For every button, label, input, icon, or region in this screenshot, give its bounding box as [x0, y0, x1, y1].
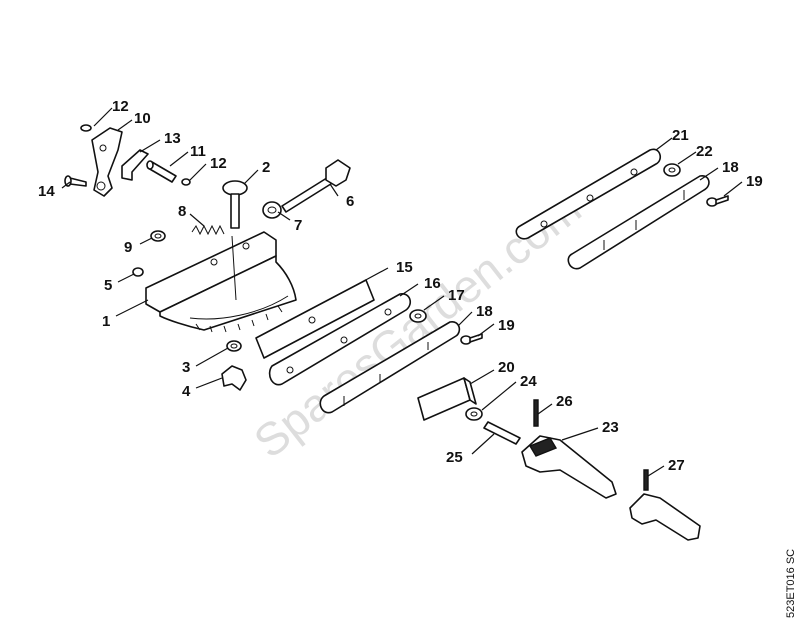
callout-19-lower: 19 — [498, 317, 515, 334]
part-22-washer — [663, 163, 681, 177]
part-14-screw — [64, 175, 87, 187]
callout-9: 9 — [124, 239, 132, 256]
callout-22: 22 — [696, 143, 713, 160]
callout-labels: 12 10 13 11 12 14 2 8 7 6 9 5 1 3 4 15 1… — [38, 98, 763, 474]
callout-23: 23 — [602, 419, 619, 436]
callout-24: 24 — [520, 373, 537, 390]
callout-20: 20 — [498, 359, 515, 376]
callout-4: 4 — [182, 383, 191, 400]
part-26-roll-pin — [533, 399, 539, 427]
callout-15: 15 — [396, 259, 413, 276]
part-8-spring — [191, 224, 225, 236]
callout-14: 14 — [38, 183, 55, 200]
leader-lines — [61, 107, 743, 477]
callout-16: 16 — [424, 275, 441, 292]
part-4-wing-nut — [221, 365, 247, 391]
callout-17: 17 — [448, 287, 465, 304]
callout-11: 11 — [190, 143, 206, 160]
callout-10: 10 — [134, 110, 151, 127]
part-19-screw-upper — [706, 195, 729, 207]
callout-26: 26 — [556, 393, 573, 410]
part-17-washer — [409, 309, 427, 323]
part-16-slotted-bar — [268, 293, 412, 386]
part-9-nut — [150, 230, 166, 242]
part-11-pin — [146, 160, 177, 183]
part-15-flat-bar — [255, 279, 375, 359]
callout-5: 5 — [104, 277, 112, 294]
part-18-bar-lower — [319, 321, 461, 414]
part-24-washer — [465, 407, 483, 421]
drawing-code: 523ET016 SC — [785, 549, 797, 618]
callout-13: 13 — [164, 130, 181, 147]
part-27-roll-pin — [643, 469, 649, 491]
callout-21: 21 — [672, 127, 689, 144]
part-10-bracket — [91, 127, 123, 197]
part-12-clip-top — [80, 124, 92, 132]
callout-25: 25 — [446, 449, 463, 466]
part-12-clip-pin — [181, 178, 191, 186]
callout-18-lower: 18 — [476, 303, 493, 320]
callout-6: 6 — [346, 193, 354, 210]
part-27-lever-lower — [629, 493, 701, 541]
callout-3: 3 — [182, 359, 190, 376]
part-1-miter-gauge-body — [145, 231, 297, 333]
callout-27: 27 — [668, 457, 685, 474]
callout-19-upper: 19 — [746, 173, 763, 190]
part-25-pin — [483, 421, 521, 445]
part-23-lever — [521, 435, 617, 499]
part-7-knob — [262, 201, 282, 219]
part-6-threaded-rod — [281, 159, 351, 213]
callout-18-upper: 18 — [722, 159, 739, 176]
callout-7: 7 — [294, 217, 302, 234]
part-2-carriage-bolt — [222, 180, 248, 229]
part-3-washer — [226, 340, 242, 352]
callout-8: 8 — [178, 203, 186, 220]
part-13-clamp — [121, 149, 149, 181]
callout-2: 2 — [262, 159, 270, 176]
callout-12-mid: 12 — [210, 155, 227, 172]
callout-12-top: 12 — [112, 98, 129, 115]
part-21-slotted-bar — [515, 148, 662, 240]
part-20-plate — [417, 377, 477, 421]
callout-1: 1 — [102, 313, 110, 330]
part-5-screw — [132, 267, 144, 277]
